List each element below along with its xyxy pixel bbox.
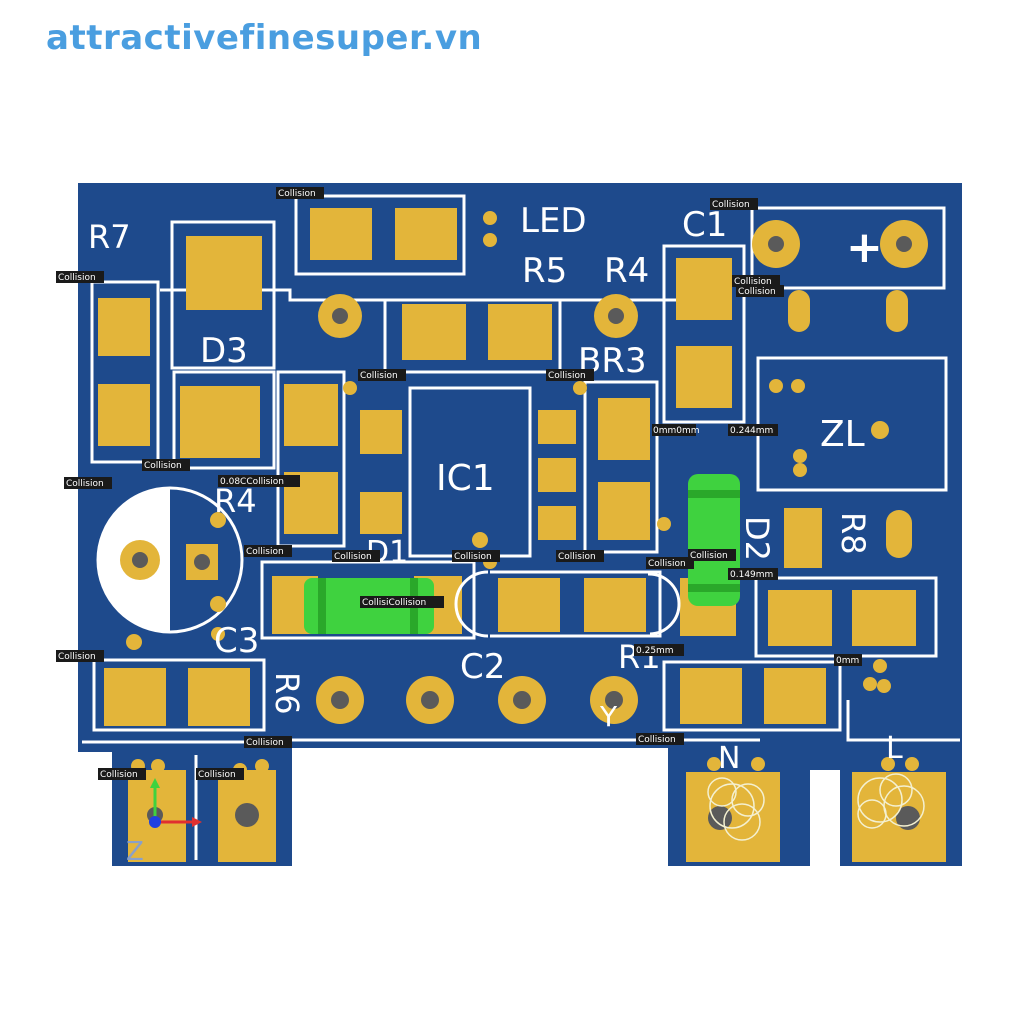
svg-text:Collision: Collision xyxy=(558,552,596,562)
marker-collision-9: Collision xyxy=(64,477,112,489)
label-plus: + xyxy=(846,222,883,273)
svg-text:0mm0mm: 0mm0mm xyxy=(653,426,700,436)
marker-collision-16: Collision xyxy=(56,650,104,662)
label-c1: C1 xyxy=(682,205,727,245)
terminal-wire-clutter xyxy=(707,773,925,841)
label-z-axis: Z xyxy=(126,837,144,867)
svg-text:0.08CCollision: 0.08CCollision xyxy=(220,477,284,487)
svg-text:0mm: 0mm xyxy=(836,656,859,666)
marker-collision-10: Collision xyxy=(244,545,292,557)
label-zl: ZL xyxy=(820,414,865,455)
svg-text:Collision: Collision xyxy=(334,552,372,562)
svg-text:Collision: Collision xyxy=(734,277,772,287)
marker-collision-4: Collision xyxy=(732,275,780,287)
svg-text:0.25mm: 0.25mm xyxy=(636,646,674,656)
marker-clearance-0-149: 0.149mm xyxy=(728,568,778,580)
svg-text:Collision: Collision xyxy=(246,547,284,557)
label-r8: R8 xyxy=(834,512,872,555)
svg-text:Collision: Collision xyxy=(58,652,96,662)
marker-clearance-0-25: 0.25mm xyxy=(634,644,684,656)
marker-collision-13: Collision xyxy=(556,550,604,562)
label-c3: C3 xyxy=(214,621,259,661)
svg-text:Collision: Collision xyxy=(738,287,776,297)
marker-collision-7: Collision xyxy=(546,369,594,381)
svg-text:Collision: Collision xyxy=(690,551,728,561)
svg-text:Collision: Collision xyxy=(712,200,750,210)
marker-clearance-0mm: 0mm xyxy=(834,654,862,666)
marker-collision-17: Collision xyxy=(244,736,292,748)
axis-indicator xyxy=(149,778,202,828)
svg-text:Collision: Collision xyxy=(360,371,398,381)
marker-collision-20: Collision xyxy=(196,768,244,780)
marker-collision-15: Collision xyxy=(688,549,736,561)
marker-clearance-0mm0mm: 0mm0mm xyxy=(652,424,700,436)
label-r7: R7 xyxy=(88,218,131,256)
marker-collision-11: Collision xyxy=(332,550,380,562)
marker-collision-8: Collision xyxy=(142,459,190,471)
label-r1: R1 xyxy=(618,638,661,676)
svg-text:0.244mm: 0.244mm xyxy=(730,426,773,436)
vias xyxy=(126,211,919,777)
label-r5: R5 xyxy=(522,251,567,291)
marker-clearance-0-08: 0.08CCollision xyxy=(218,475,300,487)
marker-collision-5: Collision xyxy=(736,285,784,297)
label-led: LED xyxy=(520,201,587,241)
svg-text:Collision: Collision xyxy=(454,552,492,562)
label-r4-left: R4 xyxy=(214,482,257,520)
svg-text:Collision: Collision xyxy=(100,770,138,780)
through-hole-pads xyxy=(120,220,928,830)
label-d2: D2 xyxy=(738,516,776,561)
watermark-text: attractivefinesuper.vn xyxy=(46,18,483,58)
label-y: Y xyxy=(599,700,618,733)
svg-text:Collision: Collision xyxy=(638,735,676,745)
svg-text:Collision: Collision xyxy=(144,461,182,471)
label-n: N xyxy=(718,741,740,776)
label-d3: D3 xyxy=(200,331,248,371)
svg-text:Collision: Collision xyxy=(278,189,316,199)
marker-collision-1: Collision xyxy=(276,187,324,199)
marker-collision-6: Collision xyxy=(358,369,406,381)
label-l: L xyxy=(886,731,903,766)
label-c2: C2 xyxy=(460,647,505,687)
label-r4-top: R4 xyxy=(604,251,649,291)
label-ic1: IC1 xyxy=(436,458,495,499)
marker-collision-19: Collision xyxy=(98,768,146,780)
svg-text:Collision: Collision xyxy=(648,559,686,569)
svg-text:Collision: Collision xyxy=(198,770,236,780)
marker-collision-18: Collision xyxy=(636,733,684,745)
svg-text:Collision: Collision xyxy=(548,371,586,381)
svg-text:CollisiCollision: CollisiCollision xyxy=(362,598,426,608)
marker-collision-2: Collision xyxy=(710,198,758,210)
svg-text:Collision: Collision xyxy=(66,479,104,489)
marker-clearance-0-244: 0.244mm xyxy=(728,424,778,436)
c2-outline xyxy=(454,570,681,638)
svg-text:Collision: Collision xyxy=(58,273,96,283)
marker-collision-3: Collision xyxy=(56,271,104,283)
svg-text:0.149mm: 0.149mm xyxy=(730,570,773,580)
marker-collision-pair: CollisiCollision xyxy=(360,596,444,608)
svg-text:Collision: Collision xyxy=(246,738,284,748)
marker-collision-12: Collision xyxy=(452,550,500,562)
smd-pads xyxy=(98,208,946,862)
marker-collision-14: Collision xyxy=(646,557,694,569)
label-r6: R6 xyxy=(268,672,306,715)
